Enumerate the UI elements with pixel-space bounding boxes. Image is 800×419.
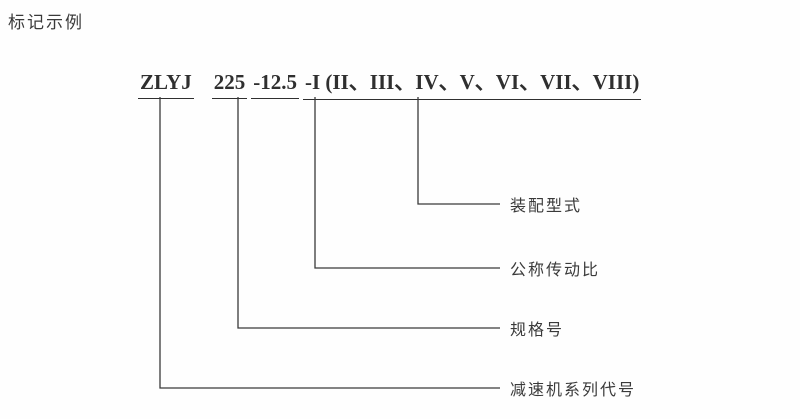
- callout-size-number: 规格号: [510, 322, 565, 339]
- connector-line-series: [159, 97, 500, 389]
- page-title: 标记示例: [8, 13, 84, 32]
- connector-line-size: [237, 97, 500, 329]
- callout-series-code: 减速机系列代号: [510, 382, 637, 399]
- model-code-ratio: -12.5: [251, 70, 300, 99]
- model-code-size: 225: [211, 70, 248, 99]
- model-code-assembly: -I (II、III、IV、V、VI、VII、VIII): [303, 66, 642, 100]
- callout-assembly-type: 装配型式: [510, 198, 583, 215]
- callout-nominal-ratio: 公称传动比: [510, 262, 601, 279]
- model-code: ZLYJ 225-12.5-I (II、III、IV、V、VI、VII、VIII): [138, 66, 642, 100]
- model-code-series: ZLYJ: [138, 70, 194, 99]
- connector-line-assembly: [417, 97, 500, 205]
- connector-line-ratio: [314, 97, 500, 269]
